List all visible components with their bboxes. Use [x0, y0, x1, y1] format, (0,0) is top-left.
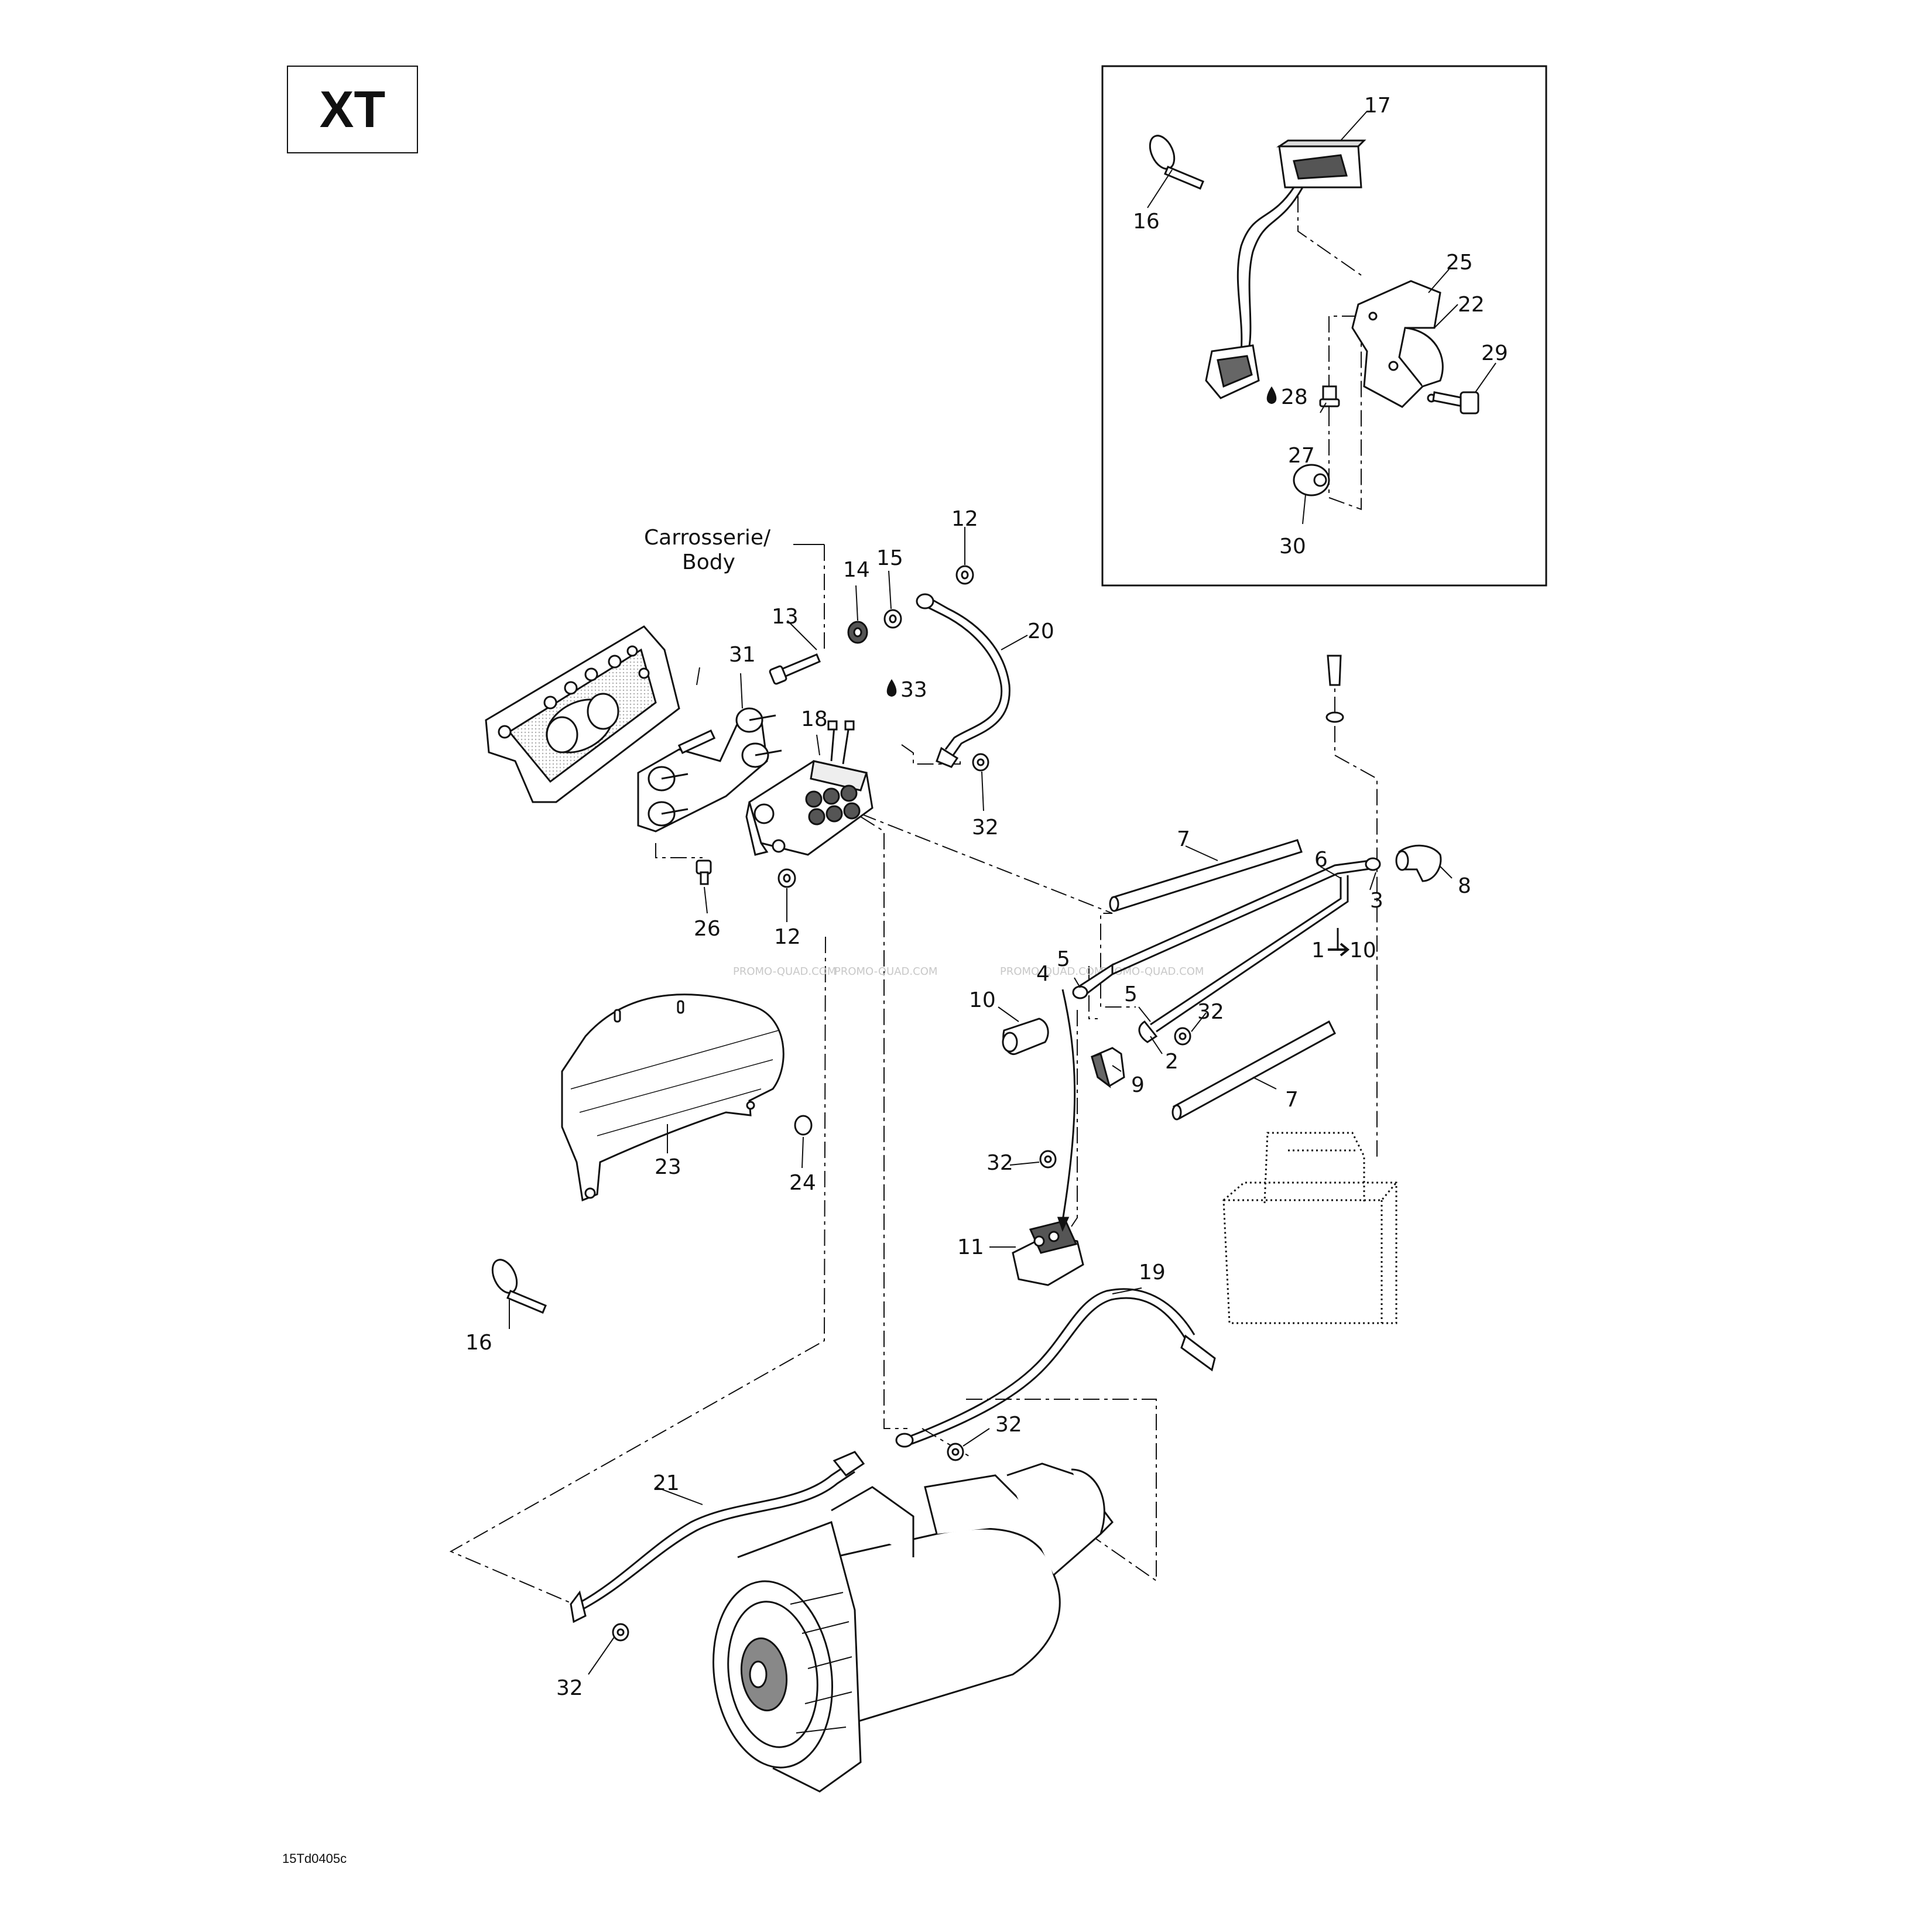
- callout-12-lower: 12: [774, 925, 801, 949]
- callout-16-inset: 16: [1133, 210, 1160, 234]
- body-note-line2: Body: [682, 550, 735, 574]
- nut-30: [1293, 464, 1330, 496]
- callout-5-lower: 5: [1124, 982, 1138, 1006]
- callout-1-to-10: 1 10: [1311, 938, 1376, 962]
- boot-9: [1091, 1047, 1125, 1088]
- cable-19: [895, 1288, 1216, 1448]
- cable-20: [916, 593, 1010, 768]
- tube-7-upper: [1109, 839, 1303, 912]
- nut-15: [883, 609, 902, 629]
- callout-25: 25: [1446, 251, 1473, 275]
- callout-10: 10: [969, 988, 996, 1012]
- callout-29: 29: [1481, 341, 1508, 365]
- plug-24: [794, 1115, 813, 1136]
- nut-12-top: [955, 565, 974, 585]
- callout-8: 8: [1458, 874, 1471, 898]
- callout-20: 20: [1027, 619, 1054, 643]
- arrows: [1057, 928, 1339, 1232]
- nut-12-lower: [777, 868, 796, 888]
- callout-3: 3: [1370, 889, 1383, 913]
- watermark-1: PROMO-QUAD.COM: [733, 965, 836, 978]
- model-label: XT: [287, 66, 418, 153]
- arrow-right-icon: [1328, 943, 1350, 957]
- tube-7-lower: [1171, 1020, 1336, 1121]
- cable-tie-inset: [1149, 135, 1204, 190]
- callout-1: 1: [1311, 938, 1325, 962]
- callout-31: 31: [729, 643, 756, 667]
- callout-33-group: 33: [886, 678, 927, 702]
- relay-11: [1012, 1220, 1084, 1286]
- callout-6: 6: [1314, 848, 1328, 872]
- stud-plate-31: [637, 707, 782, 833]
- callout-23: 23: [655, 1155, 681, 1179]
- callout-32-c: 32: [986, 1151, 1013, 1175]
- watermark-3: PROMO-QUAD.COM: [1000, 965, 1103, 978]
- callout-32-a: 32: [972, 816, 999, 840]
- callout-10-ref: 10: [1349, 938, 1376, 962]
- callout-24: 24: [789, 1171, 816, 1195]
- assembly-lines: [449, 196, 1378, 1605]
- inset-frame: [1101, 65, 1547, 587]
- callout-33: 33: [900, 678, 927, 702]
- nut-32-d: [947, 1443, 964, 1461]
- nut-32-e: [612, 1623, 629, 1642]
- cover-23: [561, 994, 785, 1202]
- callout-9: 9: [1131, 1073, 1145, 1097]
- harness-1: [1072, 857, 1381, 1043]
- callout-28-group: 28: [1266, 385, 1308, 409]
- bolt-29: [1432, 391, 1479, 415]
- boot-10: [1002, 1018, 1049, 1056]
- callout-4: 4: [1036, 962, 1050, 986]
- callout-7-upper: 7: [1177, 827, 1190, 851]
- callout-5-upper: 5: [1057, 947, 1070, 971]
- cable-tie-main: [491, 1259, 547, 1314]
- callout-2: 2: [1165, 1050, 1179, 1074]
- callout-32-d: 32: [995, 1413, 1022, 1437]
- drawing-code: 15Td0405c: [282, 1851, 347, 1866]
- callout-15: 15: [876, 546, 903, 570]
- callouts: 17 16 25 22 29 28 27 30 Carrosserie/ Bod…: [465, 94, 1508, 1700]
- callout-32-b: 32: [1197, 1000, 1224, 1024]
- callout-19: 19: [1139, 1260, 1166, 1284]
- mounting-panel: [485, 625, 680, 803]
- watermark-2: PROMO-QUAD.COM: [834, 965, 937, 978]
- callout-32-e: 32: [556, 1676, 583, 1700]
- callout-27: 27: [1288, 444, 1315, 468]
- callout-28: 28: [1281, 385, 1308, 409]
- callout-30: 30: [1279, 535, 1306, 559]
- callout-16-main: 16: [465, 1331, 492, 1355]
- screw-27: [1319, 385, 1340, 407]
- sealant-drop-icon: [1266, 386, 1277, 404]
- nut-32-b: [1174, 1027, 1191, 1046]
- control-module-18: [745, 720, 873, 856]
- callout-22: 22: [1458, 293, 1485, 317]
- watermarks: PROMO-QUAD.COM PROMO-QUAD.COM PROMO-QUAD…: [733, 965, 1204, 978]
- nut-32-a: [972, 753, 989, 772]
- callout-14: 14: [843, 558, 870, 582]
- body-note-line1: Carrosserie/: [644, 526, 771, 550]
- bolt-13: [769, 653, 821, 685]
- callout-11: 11: [957, 1235, 984, 1259]
- winch-motor: [712, 1462, 1114, 1793]
- callout-7-lower: 7: [1285, 1088, 1299, 1112]
- bolt-26: [696, 859, 712, 885]
- callout-26: 26: [694, 917, 721, 941]
- callout-18: 18: [801, 707, 828, 731]
- terminal-screw: [1325, 655, 1344, 723]
- washer-14: [847, 621, 868, 644]
- switch-bracket: [1351, 280, 1444, 408]
- callout-12-top: 12: [951, 507, 978, 531]
- cable-21: [570, 1451, 865, 1623]
- sealant-drop-icon: [886, 679, 897, 697]
- callout-21: 21: [653, 1471, 680, 1495]
- callout-17: 17: [1364, 94, 1391, 118]
- winch-switch: [1205, 139, 1366, 399]
- battery: [1222, 1132, 1397, 1324]
- leader-lines: [509, 111, 1496, 1675]
- boot-8: [1395, 844, 1442, 882]
- nut-32-c: [1039, 1150, 1057, 1169]
- callout-13: 13: [772, 605, 799, 629]
